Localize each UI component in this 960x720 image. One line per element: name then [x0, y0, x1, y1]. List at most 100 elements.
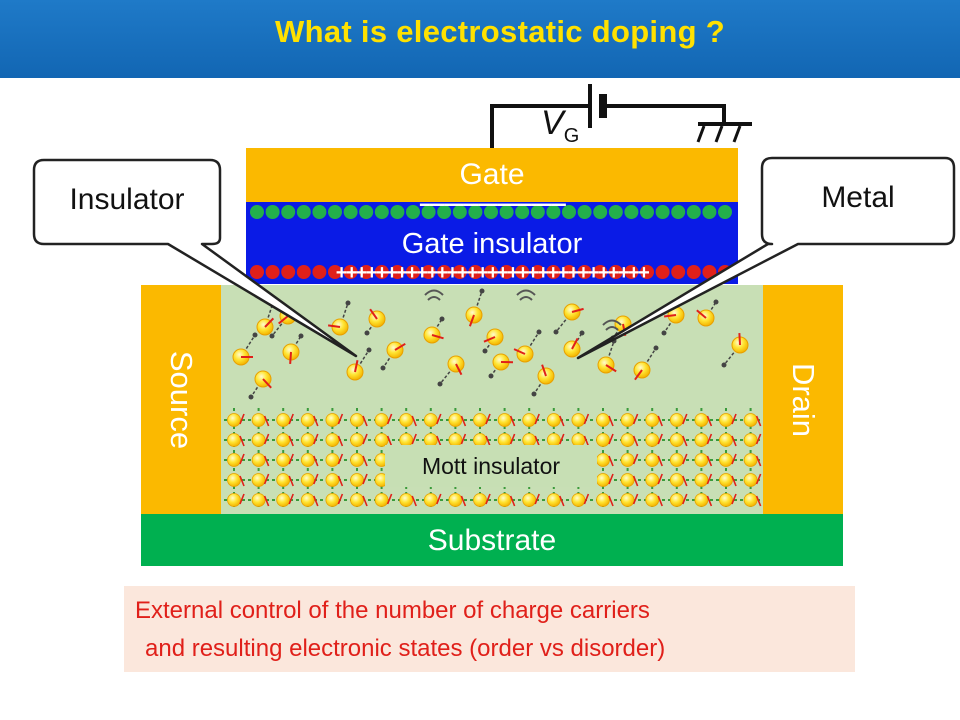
lattice-electron — [227, 413, 241, 427]
lattice-electron — [620, 433, 635, 447]
gate-insulator-label: Gate insulator — [401, 228, 583, 260]
title-bar: What is electrostatic doping ? — [0, 0, 960, 78]
positive-charge — [655, 265, 670, 279]
lattice-electron — [669, 493, 684, 507]
negative-charge — [624, 205, 639, 219]
negative-charge — [655, 205, 670, 219]
positive-charge — [671, 265, 686, 279]
lattice-electron — [596, 453, 610, 467]
lattice-electron — [300, 413, 315, 427]
lattice-electron — [251, 493, 266, 507]
lattice-electron — [743, 413, 758, 427]
positive-charge — [390, 265, 405, 279]
lattice-electron — [596, 473, 610, 487]
lattice-electron — [620, 453, 635, 467]
lattice-electron — [645, 433, 660, 447]
lattice-electron — [251, 473, 266, 487]
caption-box: External control of the number of charge… — [124, 586, 855, 672]
lattice-electron — [276, 493, 291, 507]
lattice-electron — [645, 493, 660, 507]
positive-charge — [343, 265, 358, 279]
negative-charge — [359, 205, 374, 219]
lattice-electron — [325, 453, 340, 467]
negative-charge — [671, 205, 686, 219]
lattice-electron — [300, 493, 315, 507]
lattice-electron — [694, 493, 709, 507]
lattice-electron — [423, 413, 438, 427]
lattice-electron — [276, 453, 291, 467]
lattice-electron — [669, 453, 684, 467]
negative-charge — [499, 205, 514, 219]
positive-charge — [406, 265, 420, 279]
drain-label: Drain — [786, 362, 821, 438]
negative-charge — [250, 205, 264, 219]
positive-charge — [468, 265, 483, 279]
positive-charge — [530, 265, 545, 279]
lattice-electron — [719, 433, 733, 447]
lattice-electron — [473, 493, 487, 507]
positive-charge — [686, 265, 701, 279]
positive-charge — [546, 265, 561, 279]
metal-callout-text: Metal — [821, 181, 895, 214]
source-electrode — [141, 285, 221, 517]
negative-charge — [593, 205, 608, 219]
lattice-electron — [546, 413, 561, 427]
lattice-electron — [743, 453, 758, 467]
lattice-electron — [276, 433, 291, 447]
page-title: What is electrostatic doping ? — [275, 14, 725, 49]
gate-label: Gate — [459, 158, 525, 191]
negative-charge — [296, 205, 311, 219]
negative-charge — [421, 205, 436, 219]
positive-charge — [624, 265, 639, 279]
caption-line-1: External control of the number of charge… — [135, 597, 650, 624]
source-label: Source — [164, 350, 199, 450]
negative-charge — [281, 205, 296, 219]
lattice-electron — [350, 473, 364, 487]
negative-charge — [718, 205, 732, 219]
lattice-electron — [300, 453, 315, 467]
positive-charge — [452, 265, 467, 279]
lattice-electron — [743, 493, 758, 507]
lattice-electron — [399, 493, 414, 507]
negative-charge — [515, 205, 530, 219]
lattice-electron — [300, 473, 315, 487]
drain-electrode — [763, 285, 843, 517]
lattice-electron — [522, 413, 537, 427]
lattice-electron — [227, 433, 241, 447]
lattice-electron — [350, 493, 364, 507]
negative-charge — [328, 205, 342, 219]
positive-charge — [484, 265, 498, 279]
lattice-electron — [669, 413, 684, 427]
lattice-electron — [374, 433, 389, 447]
negative-charges: ------------------------------ — [419, 193, 567, 215]
lattice-electron — [350, 433, 364, 447]
lattice-electron — [694, 413, 709, 427]
lattice-electron — [448, 493, 463, 507]
lattice-electron — [596, 433, 610, 447]
lattice-electron — [596, 493, 610, 507]
lattice-electron — [227, 493, 241, 507]
lattice-electron — [300, 433, 315, 447]
lattice-electron — [719, 413, 733, 427]
lattice-electron — [743, 473, 758, 487]
positive-charge — [515, 265, 530, 279]
negative-charge — [702, 205, 717, 219]
lattice-electron — [276, 473, 291, 487]
negative-charge — [390, 205, 405, 219]
lattice-electron — [743, 433, 758, 447]
positive-charge — [608, 265, 623, 279]
caption-line-2: and resulting electronic states (order v… — [145, 635, 666, 662]
lattice-electron — [227, 473, 241, 487]
lattice-electron — [350, 413, 364, 427]
lattice-electron — [497, 493, 512, 507]
positive-charge — [437, 265, 452, 279]
substrate-label: Substrate — [427, 524, 557, 557]
positive-charge — [374, 265, 389, 279]
lattice-electron — [473, 413, 487, 427]
negative-charge — [343, 205, 358, 219]
lattice-electron — [325, 493, 340, 507]
lattice-electron — [719, 493, 733, 507]
lattice-electron — [596, 413, 610, 427]
positive-charge — [328, 265, 342, 279]
positive-charge — [562, 265, 576, 279]
